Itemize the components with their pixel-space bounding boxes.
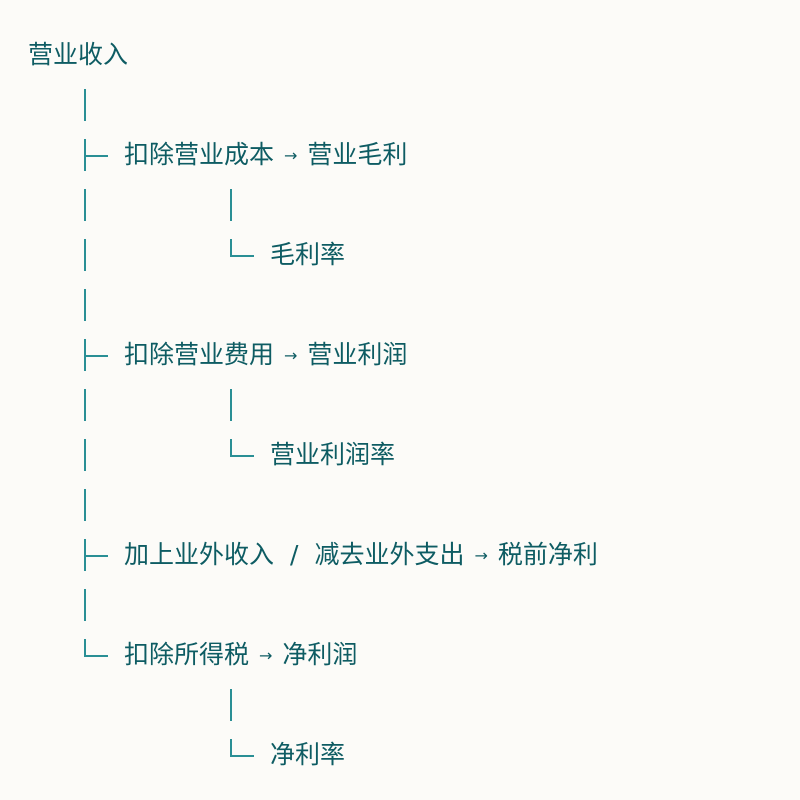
sub-line xyxy=(230,189,232,221)
sub-line xyxy=(230,239,232,257)
trunk-line xyxy=(84,189,86,221)
trunk-line xyxy=(84,289,86,321)
trunk-line xyxy=(84,489,86,521)
branch-result: 营业利润 xyxy=(307,340,408,369)
branch-connector xyxy=(86,655,108,657)
separator: / xyxy=(290,540,299,569)
arrow-icon: → xyxy=(259,646,273,665)
branch-connector xyxy=(86,155,108,157)
trunk-line xyxy=(84,539,86,571)
branch-result: 净利润 xyxy=(282,640,358,669)
trunk-line xyxy=(84,339,86,371)
arrow-icon: → xyxy=(284,346,298,365)
branch-2: 扣除营业费用 → 营业利润 xyxy=(124,340,407,371)
trunk-line xyxy=(84,639,86,657)
ratio-node: 毛利率 xyxy=(270,240,346,269)
sub-connector xyxy=(232,455,254,457)
branch-connector xyxy=(86,555,108,557)
branch-step: 扣除所得税 xyxy=(124,640,250,669)
trunk-line xyxy=(84,589,86,621)
branch-connector xyxy=(86,355,108,357)
sub-connector xyxy=(232,255,254,257)
sub-line xyxy=(230,389,232,421)
sub-line xyxy=(230,439,232,457)
trunk-line xyxy=(84,389,86,421)
branch-step: 扣除营业费用 xyxy=(124,340,275,369)
branch-3: 加上业外收入 / 减去业外支出 → 税前净利 xyxy=(124,540,598,571)
trunk-line xyxy=(84,89,86,121)
branch-result: 税前净利 xyxy=(497,540,598,569)
trunk-line xyxy=(84,239,86,271)
branch-step: 扣除营业成本 xyxy=(124,140,275,169)
arrow-icon: → xyxy=(284,146,298,165)
branch-1: 扣除营业成本 → 营业毛利 xyxy=(124,140,407,171)
ratio-node: 净利率 xyxy=(270,740,346,769)
branch-step-a: 加上业外收入 xyxy=(124,540,275,569)
branch-4: 扣除所得税 → 净利润 xyxy=(124,640,357,671)
root-node: 营业收入 xyxy=(28,40,129,69)
sub-connector xyxy=(232,755,254,757)
ratio-node: 营业利润率 xyxy=(270,440,396,469)
arrow-icon: → xyxy=(474,546,488,565)
sub-line xyxy=(230,739,232,757)
sub-line xyxy=(230,689,232,721)
branch-result: 营业毛利 xyxy=(307,140,408,169)
trunk-line xyxy=(84,439,86,471)
branch-step-b: 减去业外支出 xyxy=(314,540,465,569)
trunk-line xyxy=(84,139,86,171)
